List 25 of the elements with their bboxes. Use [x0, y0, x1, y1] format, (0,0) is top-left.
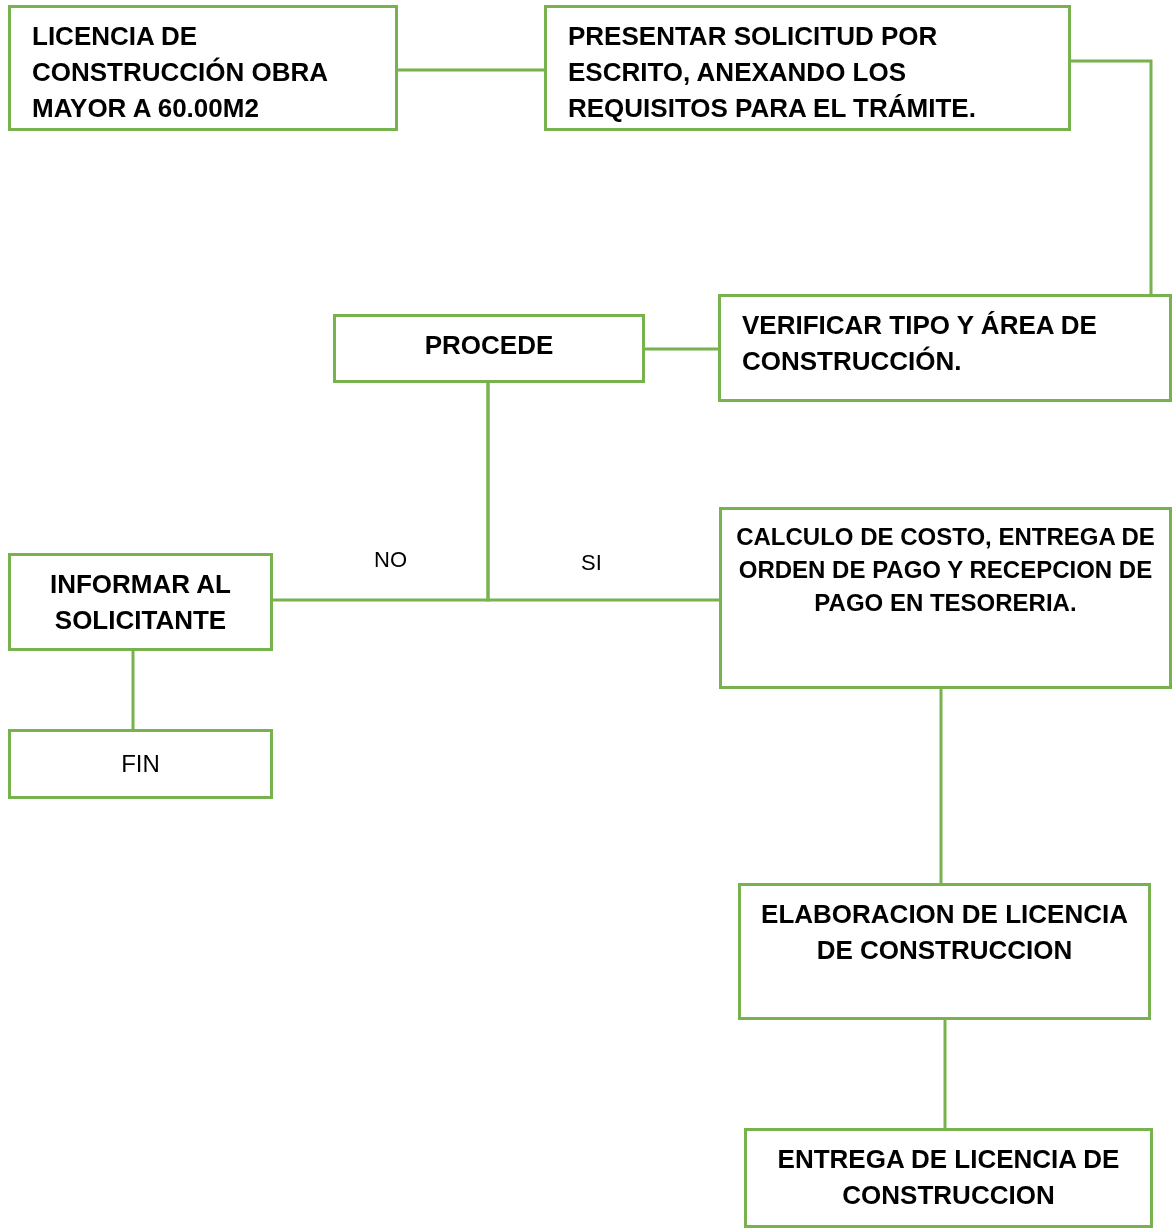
box-text: LICENCIA DE CONSTRUCCIÓN OBRA MAYOR A 60.00M2 [32, 20, 329, 125]
box-text: INFORMAR AL SOLICITANTE [49, 568, 232, 637]
process-box [8, 553, 273, 651]
box-text: FIN [120, 749, 161, 779]
connector-line [486, 383, 719, 602]
box-text: VERIFICAR TIPO Y ÁREA DE CONSTRUCCIÓN. [742, 309, 1098, 378]
process-box [544, 5, 1071, 131]
box-text: CALCULO DE COSTO, ENTREGA DE ORDEN DE PAGO Y RECEPCION DE PAGO EN TESORERIA. [735, 522, 1156, 618]
process-box [738, 883, 1151, 1020]
process-box [744, 1128, 1153, 1228]
process-box [333, 314, 645, 383]
connector-line [131, 651, 135, 729]
box-text: ENTREGA DE LICENCIA DE CONSTRUCCION [776, 1143, 1121, 1212]
process-box [8, 729, 273, 799]
box-text: PROCEDE [423, 329, 555, 362]
process-box [8, 5, 398, 131]
connector-line [939, 689, 943, 883]
process-box [718, 294, 1172, 402]
connector-line [1071, 59, 1153, 294]
connector-line [398, 68, 544, 72]
box-text: ELABORACION DE LICENCIA DE CONSTRUCCION [760, 898, 1129, 967]
connector-line [943, 1020, 947, 1128]
connector-line [645, 347, 718, 351]
process-box [719, 507, 1172, 689]
box-text: PRESENTAR SOLICITUD POR ESCRITO, ANEXANDO LOS REQUISITOS PARA EL TRÁMITE. [568, 20, 977, 125]
